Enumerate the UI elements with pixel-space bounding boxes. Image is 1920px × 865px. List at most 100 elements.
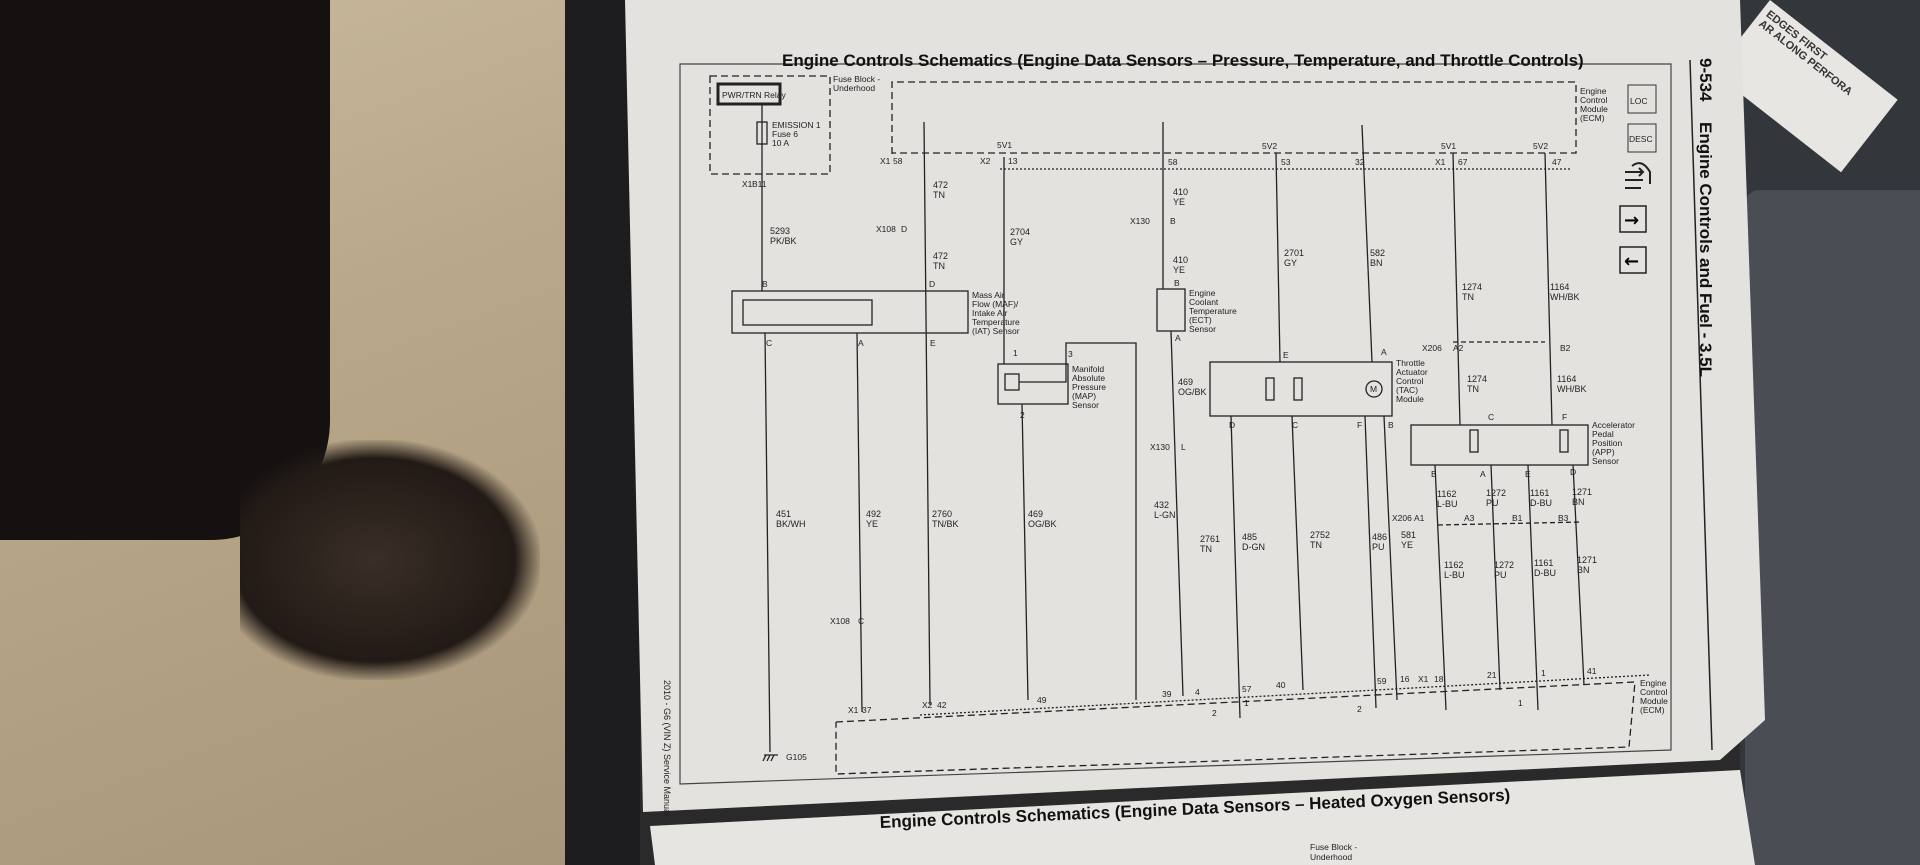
- map-label: Manifold: [1072, 364, 1104, 374]
- section-title: Engine Controls and Fuel - 3.5L: [1696, 122, 1715, 377]
- wire-color-label: BK/WH: [776, 519, 806, 529]
- left-arrow-icon: ←: [1624, 251, 1639, 272]
- app-label: (APP): [1592, 447, 1615, 457]
- pin-label: A: [1381, 347, 1387, 357]
- wire-color-label: L-BU: [1444, 570, 1465, 580]
- pin-label: 67: [1458, 157, 1468, 167]
- ect-label: Coolant: [1189, 297, 1219, 307]
- motor-label: M: [1370, 384, 1377, 394]
- shoe: [240, 440, 540, 680]
- pin-label: L: [1181, 442, 1186, 452]
- wire-circuit-label: 472: [933, 251, 948, 261]
- pin-label: B1: [1512, 513, 1523, 523]
- map-sensor-box: [997, 363, 1069, 405]
- wire-circuit-label: 469: [1178, 377, 1193, 387]
- wire-color-label: D-GN: [1242, 542, 1265, 552]
- wire-circuit-label: 1274: [1467, 374, 1487, 384]
- wire-color-label: D-BU: [1534, 568, 1556, 578]
- wire-circuit-label: 2704: [1010, 227, 1030, 237]
- app-label: Position: [1592, 438, 1623, 448]
- pin-label: A: [1480, 469, 1486, 479]
- ecm-bottom-label: Module: [1640, 696, 1668, 706]
- page-title: Engine Controls Schematics (Engine Data …: [782, 51, 1584, 70]
- pin-label: 1: [1541, 668, 1546, 678]
- app-sensor-box: [1410, 424, 1589, 466]
- wire-color-label: TN: [933, 190, 945, 200]
- ecm-bottom-label: Engine: [1640, 678, 1667, 688]
- pin-label: X206: [1422, 343, 1442, 353]
- maf-label: (IAT) Sensor: [972, 326, 1020, 336]
- wire-circuit-label: 1162: [1437, 489, 1456, 499]
- wire-color-label: GY: [1010, 237, 1023, 247]
- wire-circuit-label: 1164: [1557, 374, 1576, 384]
- wire-color-label: PU: [1486, 498, 1499, 508]
- ect-label: Engine: [1189, 288, 1216, 298]
- pin-label: 18: [1434, 674, 1444, 684]
- wire-color-label: TN: [1462, 292, 1474, 302]
- wire-circuit-label: 2760: [932, 509, 952, 519]
- map-label: (MAP): [1072, 391, 1096, 401]
- pin-label: 5V1: [1441, 141, 1456, 151]
- prev-page-button[interactable]: ←: [1619, 246, 1647, 274]
- pin-label: X1: [1435, 157, 1446, 167]
- wire-color-label: PU: [1494, 570, 1507, 580]
- ecm-top-box: [891, 81, 1577, 154]
- pin-label: 58: [893, 156, 903, 166]
- wire-circuit-label: 1274: [1462, 282, 1482, 292]
- fuse-block-label: Underhood: [833, 83, 875, 93]
- pin-label: X1: [742, 179, 753, 189]
- pin-label: 4: [1195, 687, 1200, 697]
- tac-module-box: [1209, 361, 1393, 417]
- next-page-sheet: [650, 770, 1755, 865]
- pin-label: X108: [830, 616, 850, 626]
- pin-label: 16: [1400, 674, 1410, 684]
- pin-label: X1: [1418, 674, 1429, 684]
- wire-circuit-label: 5293: [770, 226, 790, 236]
- wire-color-label: BN: [1577, 565, 1590, 575]
- tac-label: Control: [1396, 376, 1424, 386]
- next-page-button[interactable]: →: [1619, 205, 1647, 233]
- loc-button[interactable]: LOC: [1627, 84, 1657, 114]
- connector-button[interactable]: [1625, 162, 1651, 189]
- pin-label: B11: [752, 179, 767, 189]
- pin-label: 13: [1008, 156, 1018, 166]
- wire-color-label: YE: [1401, 540, 1413, 550]
- loc-icon: LOC: [1630, 96, 1647, 106]
- pin-label: E: [1525, 469, 1531, 479]
- ecm-top-label: Control: [1580, 95, 1608, 105]
- pin-label: 59: [1377, 676, 1387, 686]
- wire-circuit-label: 1161: [1534, 558, 1553, 568]
- pin-label: B: [762, 279, 768, 289]
- wire-circuit-label: 485: [1242, 532, 1257, 542]
- wire-color-label: TN: [1310, 540, 1322, 550]
- wire-color-label: D-BU: [1530, 498, 1552, 508]
- schematic-labels: 5293PK/BK472TN472TN2704GY410YE410YE2701G…: [722, 74, 1668, 762]
- pin-label: 21: [1487, 670, 1497, 680]
- wire-circuit-label: 1272: [1494, 560, 1514, 570]
- pin-label: 1: [1013, 348, 1018, 358]
- app-label: Pedal: [1592, 429, 1614, 439]
- pin-label: B: [1388, 420, 1394, 430]
- wire-color-label: TN: [1467, 384, 1479, 394]
- pin-label: 42: [937, 700, 947, 710]
- pin-label: X206: [1392, 513, 1412, 523]
- pin-label: 47: [1552, 157, 1562, 167]
- tac-label: (TAC): [1396, 385, 1418, 395]
- fuse-label: 10 A: [772, 138, 789, 148]
- wire-circuit-label: 2752: [1310, 530, 1330, 540]
- fuse-block-label: Fuse Block -: [833, 74, 880, 84]
- pin-label: 39: [1162, 689, 1172, 699]
- pin-label: X130: [1150, 442, 1170, 452]
- tac-label: Module: [1396, 394, 1424, 404]
- desc-button[interactable]: DESC: [1627, 123, 1657, 153]
- binder-spine: [565, 0, 640, 865]
- ect-label: Temperature: [1189, 306, 1237, 316]
- wire-color-label: L-GN: [1154, 510, 1176, 520]
- wire-color-label: L-BU: [1437, 499, 1458, 509]
- pin-label: X1: [880, 156, 891, 166]
- pin-label: F: [1562, 412, 1567, 422]
- pin-label: 49: [1037, 695, 1047, 705]
- pin-label: A: [858, 338, 864, 348]
- wire-color-label: YE: [1173, 197, 1185, 207]
- pin-label: C: [858, 616, 864, 626]
